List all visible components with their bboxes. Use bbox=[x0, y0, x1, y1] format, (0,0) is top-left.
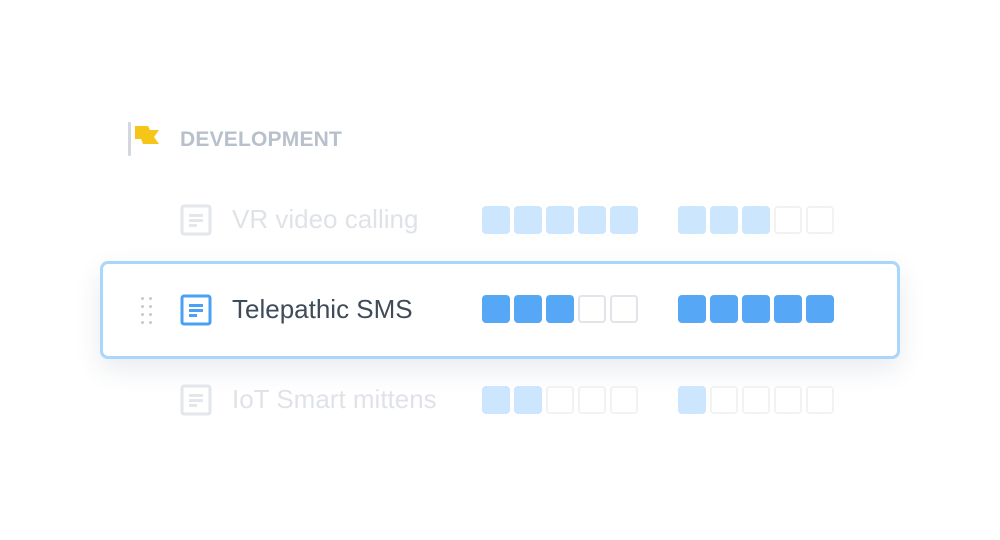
rating-b[interactable] bbox=[678, 295, 834, 323]
rating-square-filled[interactable] bbox=[710, 206, 738, 234]
rating-square-empty[interactable] bbox=[610, 295, 638, 323]
rating-square-filled[interactable] bbox=[482, 295, 510, 323]
document-icon bbox=[180, 204, 212, 236]
rating-square-empty[interactable] bbox=[774, 206, 802, 234]
rating-square-filled[interactable] bbox=[514, 206, 542, 234]
group-title: DEVELOPMENT bbox=[180, 128, 343, 151]
rating-square-filled[interactable] bbox=[610, 206, 638, 234]
rating-square-filled[interactable] bbox=[678, 295, 706, 323]
rating-a[interactable] bbox=[482, 206, 638, 234]
rating-square-filled[interactable] bbox=[806, 295, 834, 323]
rating-square-empty[interactable] bbox=[806, 386, 834, 414]
document-icon bbox=[180, 384, 212, 416]
rating-square-filled[interactable] bbox=[514, 386, 542, 414]
rating-square-filled[interactable] bbox=[578, 206, 606, 234]
rating-square-filled[interactable] bbox=[514, 295, 542, 323]
rating-b[interactable] bbox=[678, 386, 834, 414]
rating-square-empty[interactable] bbox=[774, 386, 802, 414]
rating-square-empty[interactable] bbox=[546, 386, 574, 414]
rating-a[interactable] bbox=[482, 295, 638, 323]
rating-square-filled[interactable] bbox=[742, 295, 770, 323]
rating-square-empty[interactable] bbox=[742, 386, 770, 414]
drag-handle-icon[interactable] bbox=[141, 297, 155, 327]
rating-b[interactable] bbox=[678, 206, 834, 234]
item-title: Telepathic SMS bbox=[232, 294, 413, 324]
rating-square-filled[interactable] bbox=[742, 206, 770, 234]
rating-square-empty[interactable] bbox=[578, 386, 606, 414]
rating-square-empty[interactable] bbox=[578, 295, 606, 323]
rating-square-filled[interactable] bbox=[482, 386, 510, 414]
item-title: VR video calling bbox=[232, 204, 419, 234]
rating-square-empty[interactable] bbox=[710, 386, 738, 414]
flag-icon bbox=[126, 122, 162, 158]
rating-square-filled[interactable] bbox=[482, 206, 510, 234]
document-icon bbox=[180, 294, 212, 326]
rating-square-filled[interactable] bbox=[678, 386, 706, 414]
rating-square-filled[interactable] bbox=[678, 206, 706, 234]
rating-square-filled[interactable] bbox=[546, 295, 574, 323]
rating-square-filled[interactable] bbox=[710, 295, 738, 323]
item-title: IoT Smart mittens bbox=[232, 384, 437, 414]
rating-square-filled[interactable] bbox=[774, 295, 802, 323]
group-header: DEVELOPMENT bbox=[126, 122, 342, 158]
rating-a[interactable] bbox=[482, 386, 638, 414]
rating-square-filled[interactable] bbox=[546, 206, 574, 234]
rating-square-empty[interactable] bbox=[610, 386, 638, 414]
rating-square-empty[interactable] bbox=[806, 206, 834, 234]
list-item[interactable]: IoT Smart mittens bbox=[100, 370, 900, 430]
list-item-selected[interactable]: Telepathic SMS bbox=[100, 261, 900, 359]
list-item[interactable]: VR video calling bbox=[100, 190, 900, 250]
